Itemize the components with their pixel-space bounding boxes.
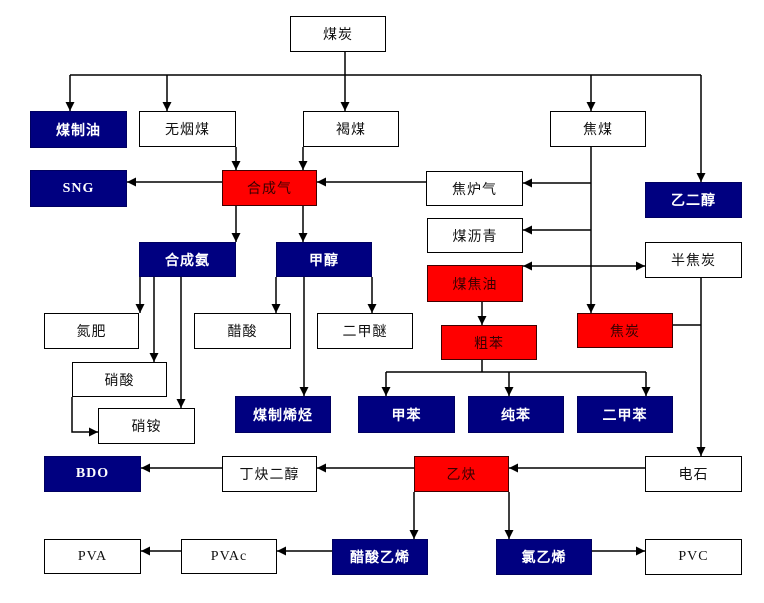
node-dimethyl-ether: 二甲醚	[317, 313, 413, 349]
node-toluene: 甲苯	[358, 396, 455, 433]
node-coke-oven-gas: 焦炉气	[426, 171, 523, 206]
node-sng: SNG	[30, 170, 127, 207]
node-pva: PVA	[44, 539, 141, 574]
node-ammonium-nitrate: 硝铵	[98, 408, 195, 444]
node-acetylene: 乙炔	[414, 456, 509, 492]
node-coal-to-olefins: 煤制烯烃	[235, 396, 331, 433]
node-coal-pitch: 煤沥青	[427, 218, 523, 253]
node-methanol: 甲醇	[276, 242, 372, 277]
node-syngas: 合成气	[222, 170, 317, 206]
node-xylene: 二甲苯	[577, 396, 673, 433]
node-coal-tar: 煤焦油	[427, 265, 523, 302]
node-calcium-carbide: 电石	[645, 456, 742, 492]
node-coal: 煤炭	[290, 16, 386, 52]
node-coking-coal: 焦煤	[550, 111, 646, 147]
node-coke: 焦炭	[577, 313, 673, 348]
node-lignite: 褐煤	[303, 111, 399, 147]
node-coal-to-oil: 煤制油	[30, 111, 127, 148]
node-semi-coke: 半焦炭	[645, 242, 742, 278]
node-pure-benzene: 纯苯	[468, 396, 564, 433]
node-crude-benzene: 粗苯	[441, 325, 537, 360]
node-butynediol: 丁炔二醇	[222, 456, 317, 492]
node-bdo: BDO	[44, 456, 141, 492]
node-synthetic-ammonia: 合成氨	[139, 242, 236, 277]
arrow-nitric-acid-to-ammonium-nitrate	[71, 397, 98, 437]
node-nitric-acid: 硝酸	[72, 362, 167, 397]
node-anthracite: 无烟煤	[139, 111, 236, 147]
node-pvac: PVAc	[181, 539, 277, 574]
node-nitrogen-fertilizer: 氮肥	[44, 313, 139, 349]
node-vinyl-acetate: 醋酸乙烯	[332, 539, 428, 575]
node-vinyl-chloride: 氯乙烯	[496, 539, 592, 575]
node-pvc: PVC	[645, 539, 742, 575]
node-ethylene-glycol: 乙二醇	[645, 182, 742, 218]
node-acetic-acid: 醋酸	[194, 313, 291, 349]
